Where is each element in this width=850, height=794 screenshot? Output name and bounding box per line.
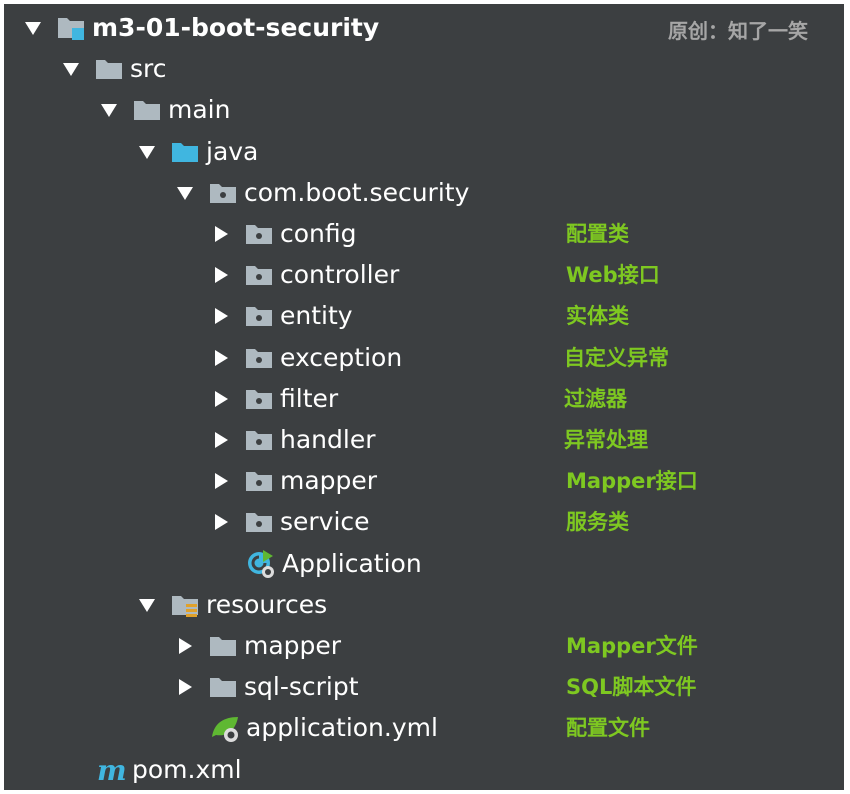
tree-node-label: entity bbox=[280, 301, 353, 331]
collapsed-arrow-icon[interactable] bbox=[208, 425, 234, 455]
collapsed-arrow-icon[interactable] bbox=[208, 466, 234, 496]
tree-node-label: mapper bbox=[280, 466, 378, 496]
tree-node-label: resources bbox=[206, 589, 328, 619]
expanded-arrow-icon[interactable] bbox=[58, 54, 84, 84]
tree-node-main[interactable]: main bbox=[96, 90, 230, 130]
tree-node-label: controller bbox=[280, 260, 400, 290]
resources-folder-icon bbox=[170, 590, 200, 620]
tree-node-handler[interactable]: handler bbox=[208, 420, 375, 460]
tree-node-label: main bbox=[168, 95, 231, 125]
tree-node-label: config bbox=[280, 219, 357, 248]
tree-node-config[interactable]: config bbox=[208, 214, 357, 254]
collapsed-arrow-icon[interactable] bbox=[172, 672, 198, 702]
tree-node-label: application.yml bbox=[246, 713, 438, 743]
collapsed-arrow-icon[interactable] bbox=[172, 631, 198, 661]
source-folder-icon bbox=[170, 137, 200, 167]
tree-node-sql-script[interactable]: sql-script bbox=[172, 667, 359, 707]
tree-node-label: service bbox=[280, 507, 370, 537]
tree-node-label: pom.xml bbox=[132, 754, 242, 784]
annotation-label: 自定义异常 bbox=[564, 345, 669, 370]
tree-node-controller[interactable]: controller bbox=[208, 255, 399, 295]
collapsed-arrow-icon[interactable] bbox=[208, 260, 234, 290]
maven-icon: m bbox=[96, 754, 127, 787]
tree-node-label: mapper bbox=[244, 631, 342, 660]
expanded-arrow-icon[interactable] bbox=[134, 137, 160, 167]
annotation-label: 实体类 bbox=[566, 304, 629, 329]
tree-node-java[interactable]: java bbox=[134, 132, 258, 172]
folder-icon bbox=[132, 95, 162, 125]
tree-node-application-yml[interactable]: application.yml bbox=[210, 708, 438, 748]
package-icon bbox=[208, 178, 238, 208]
package-icon bbox=[244, 425, 274, 455]
annotation-label: 异常处理 bbox=[564, 428, 648, 452]
annotation-label: 服务类 bbox=[566, 510, 629, 535]
tree-node-label: handler bbox=[280, 425, 376, 454]
tree-node-com-boot-security[interactable]: com.boot.security bbox=[172, 173, 469, 213]
tree-node-label: sql-script bbox=[244, 672, 359, 702]
tree-node-label: Application bbox=[282, 548, 422, 578]
tree-node-label: filter bbox=[280, 383, 339, 413]
expanded-arrow-icon[interactable] bbox=[172, 178, 198, 208]
spring-boot-app-icon bbox=[246, 549, 276, 579]
package-icon bbox=[244, 384, 274, 414]
tree-node-entity[interactable]: entity bbox=[208, 296, 353, 336]
tree-node-filter[interactable]: filter bbox=[208, 379, 338, 419]
tree-node-mapper[interactable]: mapper bbox=[208, 461, 377, 501]
expanded-arrow-icon[interactable] bbox=[96, 95, 122, 125]
tree-node-m3-01-boot-security[interactable]: m3-01-boot-security bbox=[20, 8, 379, 48]
annotation-label: Web接口 bbox=[566, 263, 660, 288]
package-icon bbox=[244, 260, 274, 290]
package-icon bbox=[244, 343, 274, 373]
package-icon bbox=[244, 507, 274, 537]
collapsed-arrow-icon[interactable] bbox=[208, 343, 234, 373]
collapsed-arrow-icon[interactable] bbox=[208, 384, 234, 414]
tree-node-exception[interactable]: exception bbox=[208, 338, 402, 378]
annotation-label: 配置文件 bbox=[566, 716, 650, 741]
package-icon bbox=[244, 219, 274, 249]
tree-node-label: java bbox=[206, 136, 259, 166]
svg-text:m: m bbox=[97, 755, 126, 785]
annotation-label: Mapper接口 bbox=[566, 469, 698, 494]
tree-node-resources[interactable]: resources bbox=[134, 585, 327, 625]
module-folder-icon bbox=[56, 13, 86, 43]
annotation-label: SQL脚本文件 bbox=[566, 675, 697, 700]
collapsed-arrow-icon[interactable] bbox=[208, 219, 234, 249]
package-icon bbox=[244, 466, 274, 496]
tree-node-label: com.boot.security bbox=[244, 177, 470, 207]
package-icon bbox=[244, 301, 274, 331]
expanded-arrow-icon[interactable] bbox=[20, 13, 46, 43]
tree-node-label: m3-01-boot-security bbox=[92, 13, 380, 42]
tree-node-mapper[interactable]: mapper bbox=[172, 626, 341, 666]
collapsed-arrow-icon[interactable] bbox=[208, 507, 234, 537]
tree-node-label: src bbox=[130, 54, 167, 84]
tree-node-application[interactable]: Application bbox=[246, 544, 422, 584]
tree-node-src[interactable]: src bbox=[58, 49, 167, 89]
expanded-arrow-icon[interactable] bbox=[134, 590, 160, 620]
folder-icon bbox=[208, 672, 238, 702]
spring-config-icon bbox=[210, 713, 240, 743]
annotation-label: Mapper文件 bbox=[566, 634, 698, 658]
annotation-label: 过滤器 bbox=[564, 386, 627, 411]
watermark-text: 原创：知了一笑 bbox=[668, 19, 808, 43]
folder-icon bbox=[208, 631, 238, 661]
folder-icon bbox=[94, 54, 124, 84]
tree-node-label: exception bbox=[280, 342, 403, 372]
tree-node-service[interactable]: service bbox=[208, 502, 370, 542]
collapsed-arrow-icon[interactable] bbox=[208, 301, 234, 331]
annotation-label: 配置类 bbox=[566, 222, 629, 246]
